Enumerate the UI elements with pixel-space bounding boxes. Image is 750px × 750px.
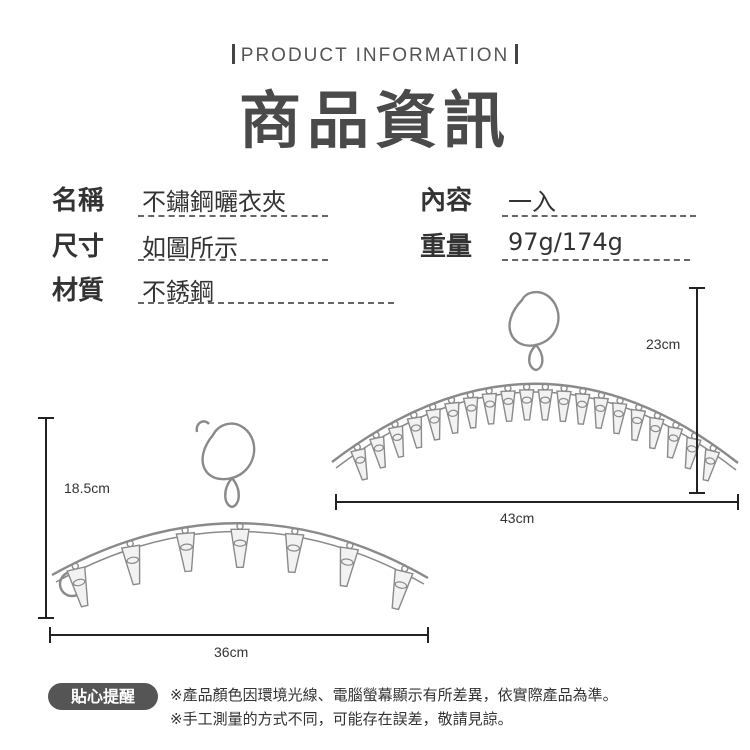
large-height-label: 23cm <box>646 336 681 352</box>
small-hook-link <box>224 476 240 509</box>
large-clip <box>574 387 591 425</box>
small-clip <box>391 565 414 611</box>
spec-size-value: 如圖所示 <box>142 234 238 262</box>
spec-name-value: 不鏽鋼曬衣夾 <box>142 188 286 216</box>
small-hanger-image <box>51 420 429 598</box>
spec-material-label: 材質 <box>52 276 105 306</box>
large-clip <box>500 384 516 422</box>
large-hook-link <box>528 343 544 372</box>
tip-note-1: ※產品顏色因環境光線、電腦螢幕顯示有所差異，依實際產品為準。 <box>170 686 618 704</box>
small-clip <box>339 541 360 588</box>
large-clip <box>462 391 479 429</box>
tip-note-2: ※手工測量的方式不同，可能存在誤差，敬請見諒。 <box>170 710 513 728</box>
small-width-label: 36cm <box>214 644 249 660</box>
large-clip <box>444 396 460 435</box>
spec-weight-label: 重量 <box>420 232 473 262</box>
small-clip <box>230 522 250 568</box>
dimension-lines <box>38 287 739 643</box>
small-hook-ring <box>201 422 256 481</box>
spec-content-label: 內容 <box>420 186 473 216</box>
large-clip <box>593 391 610 430</box>
section-eyebrow: PRODUCT INFORMATION <box>0 44 750 67</box>
large-clip <box>518 383 535 421</box>
large-clip <box>406 411 423 449</box>
small-clip <box>284 527 305 574</box>
eyebrow-bar-left <box>231 44 235 64</box>
spec-name-label: 名稱 <box>52 186 105 216</box>
small-height-label: 18.5cm <box>64 480 110 496</box>
spec-content-value: 一入 <box>508 188 556 216</box>
large-clip <box>556 384 572 423</box>
large-clip <box>387 420 405 459</box>
large-clip <box>481 387 498 425</box>
spec-material-value: 不銹鋼 <box>142 278 214 306</box>
small-clip <box>175 526 196 573</box>
spec-material-underline <box>138 302 394 304</box>
large-clip <box>612 396 628 435</box>
large-hanger-clips <box>350 383 721 482</box>
large-clip <box>368 431 387 469</box>
small-hanger-clips <box>66 522 414 611</box>
large-clip <box>702 444 721 482</box>
spec-weight-underline <box>502 259 690 261</box>
small-hook-tip <box>195 420 210 433</box>
large-hook-ring <box>508 290 560 347</box>
large-clip <box>350 443 369 481</box>
spec-name-underline <box>138 215 328 217</box>
tip-badge: 貼心提醒 <box>48 683 158 710</box>
spec-content-underline <box>502 215 696 217</box>
spec-size-underline <box>138 259 328 261</box>
page-title: 商品資訊 <box>238 84 511 157</box>
eyebrow-text: PRODUCT INFORMATION <box>240 45 510 66</box>
large-clip <box>630 403 647 442</box>
large-clip <box>649 411 665 450</box>
large-frame-bar <box>331 382 739 464</box>
spec-weight-value: 97g/174g <box>508 228 623 256</box>
large-clip <box>684 432 702 470</box>
large-clip <box>666 421 684 459</box>
large-clip <box>425 403 441 441</box>
eyebrow-bar-right <box>515 44 519 64</box>
small-clip <box>120 539 141 586</box>
small-clip <box>66 562 89 608</box>
spec-size-label: 尺寸 <box>52 232 105 262</box>
large-clip <box>537 383 554 421</box>
large-width-label: 43cm <box>500 510 535 526</box>
